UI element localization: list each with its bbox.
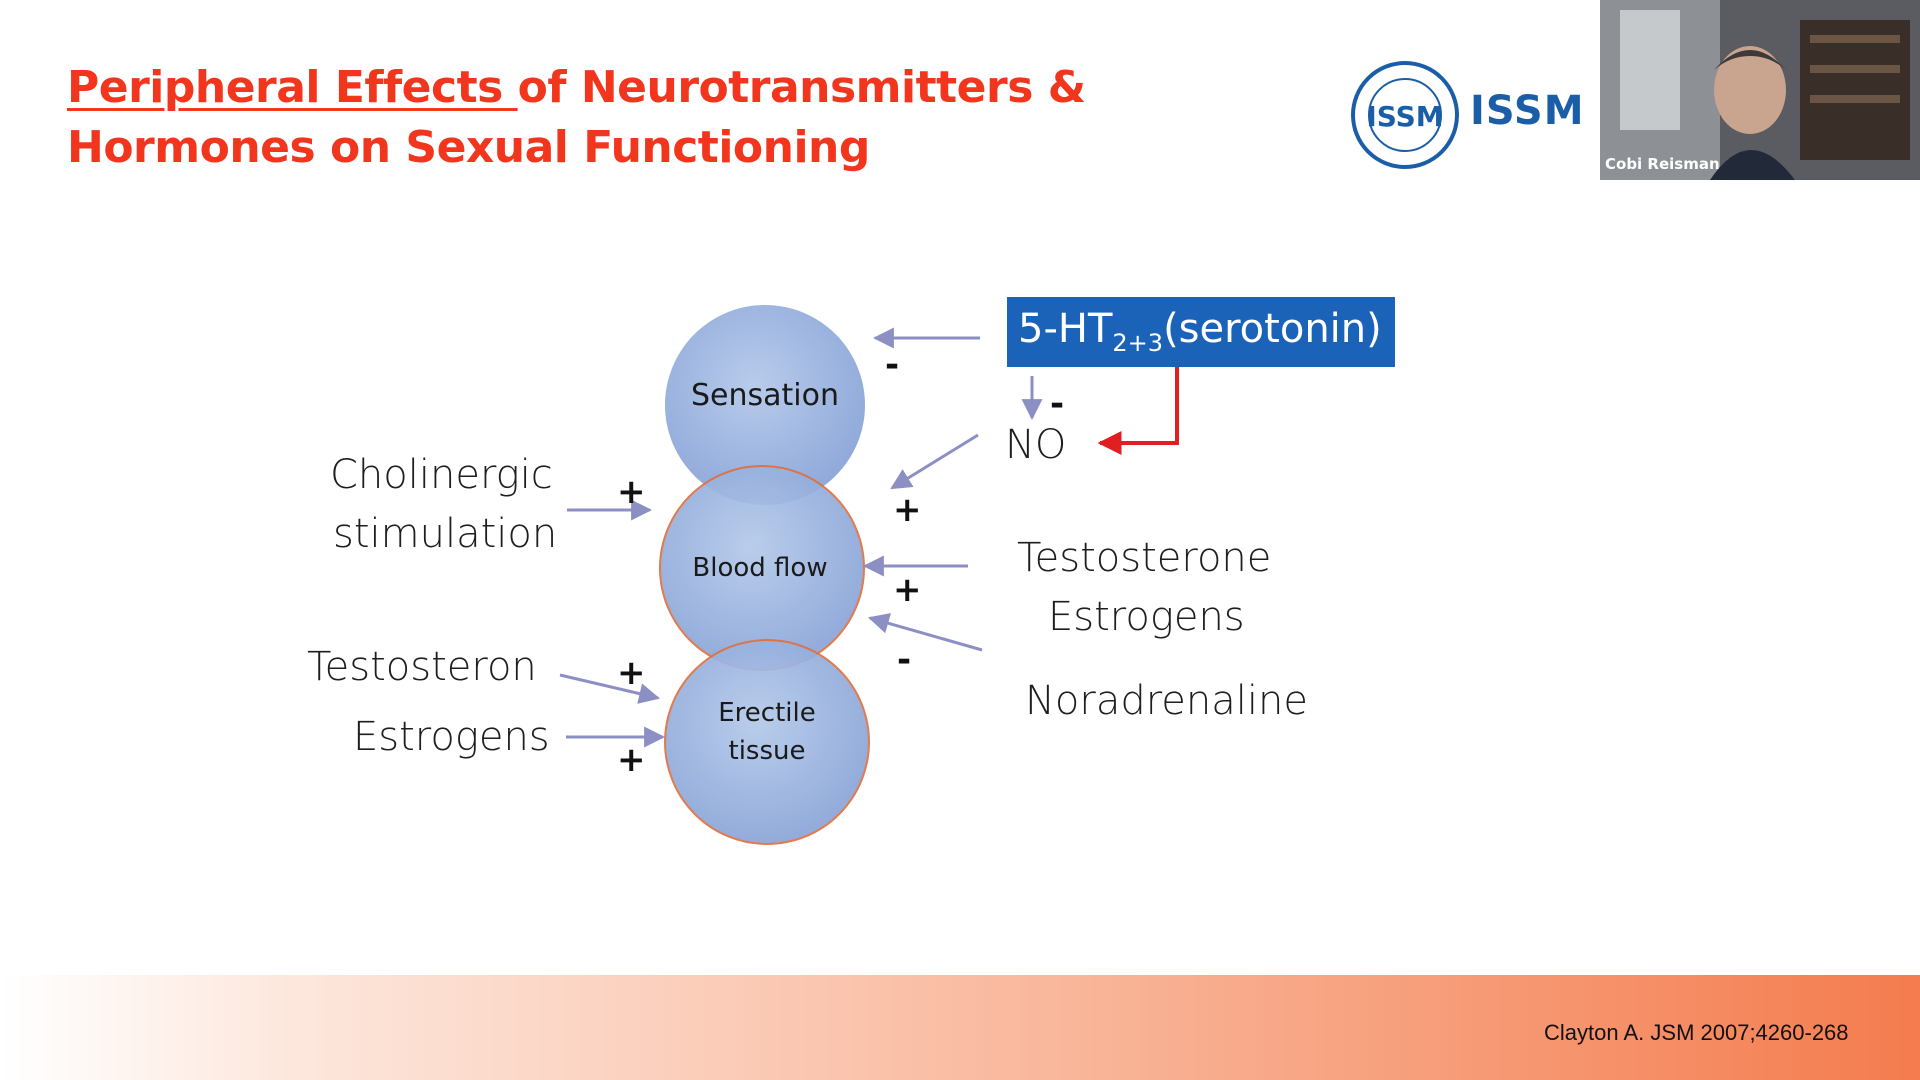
cholinergic-line1: Cholinergic: [330, 452, 553, 498]
sign-serotonin-sensation: -: [885, 345, 900, 385]
sign-serotonin-no: -: [1050, 384, 1065, 424]
sensation-circle: [665, 305, 865, 505]
participant-video[interactable]: [1600, 0, 1920, 180]
participant-name: Cobi Reisman: [1605, 155, 1720, 173]
serotonin-sub: 2+3: [1112, 329, 1164, 357]
blood-flow-label: Blood flow: [692, 553, 828, 583]
estrogens-right-label: Estrogens: [1048, 594, 1245, 640]
slide-title: Peripheral Effects of Neurotransmitters …: [67, 58, 1267, 178]
sign-testosterone-blood: +: [893, 570, 922, 610]
sign-noradrenaline: -: [897, 640, 912, 680]
title-underlined: Peripheral Effects: [67, 62, 518, 113]
footer-band: [0, 975, 1920, 1080]
red-arrow-serotonin-no: [1097, 360, 1335, 455]
cholinergic-line2: stimulation: [333, 511, 558, 557]
no-label: NO: [1005, 422, 1067, 468]
arrow-noradrenaline: [867, 613, 983, 652]
sensation-label: Sensation: [691, 378, 839, 413]
testosteron-left-label: Testosteron: [307, 644, 537, 690]
estrogens-left-label: Estrogens: [353, 714, 550, 760]
erectile-label-line1: Erectile: [718, 698, 816, 728]
title-rest-line1: of Neurotransmitters &: [517, 62, 1086, 113]
sign-cholinergic: +: [617, 472, 646, 512]
arrow-no-blood: [890, 433, 979, 490]
video-frame: [1600, 0, 1920, 180]
citation: Clayton A. JSM 2007;4260-268: [1544, 1020, 1849, 1045]
arrow-testosteron-left: [559, 673, 661, 704]
serotonin-box: [1007, 297, 1395, 367]
sign-estrogens-left: +: [617, 740, 646, 780]
serotonin-prefix: 5-HT: [1018, 306, 1113, 352]
title-line2: Hormones on Sexual Functioning: [67, 122, 870, 173]
serotonin-label: 5-HT2+3(serotonin): [1018, 306, 1382, 357]
noradrenaline-label: Noradrenaline: [1025, 678, 1308, 724]
logo-emblem: ISSM: [1366, 100, 1443, 133]
sign-testosteron-left: +: [617, 653, 646, 693]
erectile-label-line2: tissue: [728, 736, 806, 766]
sign-no-blood: +: [893, 490, 922, 530]
serotonin-suffix: (serotonin): [1163, 306, 1382, 352]
issm-logo: ISSM: [1351, 61, 1459, 169]
testosterone-right-label: Testosterone: [1017, 535, 1272, 581]
